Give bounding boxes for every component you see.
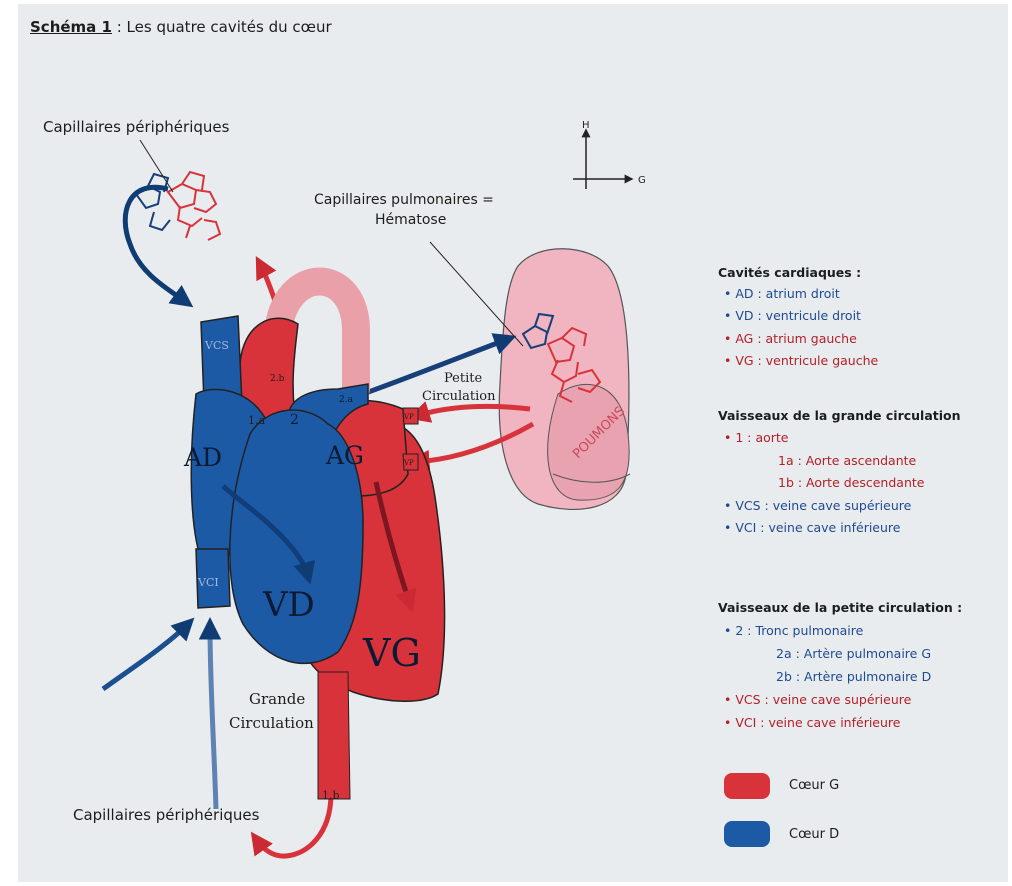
legend-grand-aorta-1b: 1b : Aorte descendante [778,475,924,490]
legend-cavity-vd: • VD : ventricule droit [724,308,861,323]
label-pulmonary-capillaries-line2: Hématose [375,212,446,228]
legend-cavity-ad: • AD : atrium droit [724,286,840,301]
legend-swatch-coeur-d [724,821,770,847]
legend-petite-vcs: • VCS : veine cave supérieure [724,692,911,707]
label-grande-circulation-2: Circulation [229,714,314,732]
orientation-axes: H G [573,120,646,189]
label-grande-circulation-1: Grande [249,690,305,708]
legend-petite-2a: 2a : Artère pulmonaire G [776,646,931,661]
label-vci: VCI [197,576,219,589]
legend-cavity-vg: • VG : ventricule gauche [724,353,878,368]
label-branch-2b: 2.b [270,374,285,384]
legend-key-coeur-g: Cœur G [789,778,839,793]
legend-petite-trunk: • 2 : Tronc pulmonaire [724,623,863,638]
label-vg: VG [362,631,421,675]
label-pulmonary-capillaries-line1: Capillaires pulmonaires = [314,192,494,208]
label-vp-2: VP [403,459,414,467]
legend-petite-heading: Vaisseaux de la petite circulation : [718,600,962,615]
label-vp-1: VP [403,413,414,421]
legend-grand-aorta-1a: 1a : Aorte ascendante [778,453,916,468]
label-aorta-1a: 1.a [248,414,265,427]
label-ad: AD [183,443,222,472]
legend-grand-aorta: • 1 : aorte [724,430,789,445]
orientation-h-label: H [582,120,590,131]
label-ag: AG [325,441,364,470]
descending-aorta [318,672,350,799]
legend-grand-heading: Vaisseaux de la grande circulation [718,408,961,423]
legend-cavities-heading: Cavités cardiaques : [718,265,861,280]
diagram-sheet: Schéma 1 : Les quatre cavités du cœur PO… [18,4,1008,882]
label-petite-circulation-2: Circulation [422,389,496,404]
venous-return-low-arrow [103,624,188,689]
label-vd: VD [262,585,315,625]
label-trunk-2: 2 [290,412,299,428]
label-peripheral-capillaries-top: Capillaires périphériques [43,118,230,136]
pulmonary-artery-arrow [363,339,508,394]
venous-return-center-arrow [210,626,216,809]
legend-swatch-coeur-g [724,773,770,799]
label-vcs: VCS [204,339,229,352]
label-petite-circulation-1: Petite [444,371,482,386]
heart-diagram: POUMONS [18,4,1008,882]
legend-petite-vci: • VCI : veine cave inférieure [724,715,900,730]
legend-cavity-ag: • AG : atrium gauche [724,331,857,346]
descending-aorta-arrow [256,796,331,856]
label-branch-2a: 2.a [339,395,354,405]
legend-grand-vcs: • VCS : veine cave supérieure [724,498,911,513]
legend-grand-vci: • VCI : veine cave inférieure [724,520,900,535]
legend-key-coeur-d: Cœur D [789,827,839,842]
label-peripheral-capillaries-bottom: Capillaires périphériques [73,806,260,824]
peripheral-capillaries-leader-line [140,140,173,192]
legend-petite-2b: 2b : Artère pulmonaire D [776,669,931,684]
orientation-g-label: G [638,175,646,186]
label-aorta-1b: 1.b [322,789,340,802]
peripheral-capillaries-top [136,172,220,240]
lungs: POUMONS [499,249,630,510]
